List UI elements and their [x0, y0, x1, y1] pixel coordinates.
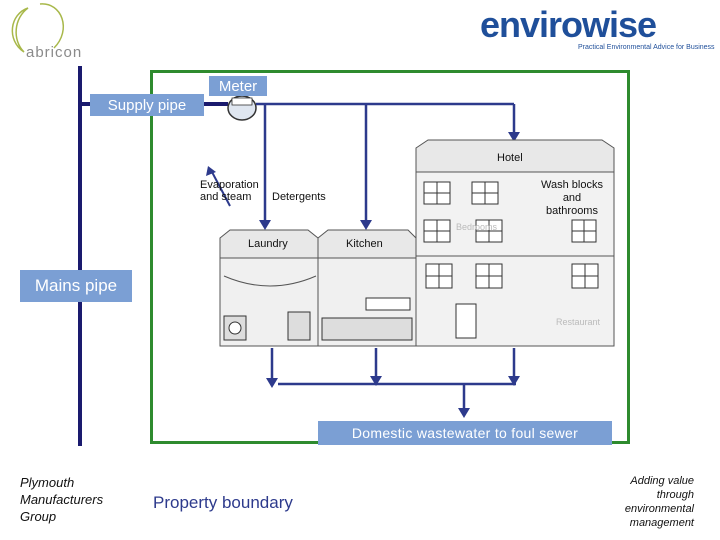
abricon-logo-mark	[11, 3, 65, 53]
footer-right-line-3: environmental	[624, 503, 694, 515]
mains-pipe-label: Mains pipe	[20, 270, 132, 302]
hotel-door	[455, 303, 477, 339]
property-boundary-label: Property boundary	[153, 493, 293, 512]
wash-blocks-line-2: and	[562, 192, 582, 204]
wastewater-label: Domestic wastewater to foul sewer	[318, 421, 612, 445]
footer-left-line-1: Plymouth	[20, 475, 75, 490]
footer-right-line-1: Adding value	[630, 475, 694, 487]
meter-label: Meter	[209, 76, 267, 96]
wash-blocks-label: Wash blocks and bathrooms	[532, 179, 612, 218]
wash-blocks-line-3: bathrooms	[546, 205, 598, 217]
footer-right-line-4: management	[629, 517, 694, 529]
footer-left-line-2: Manufacturers	[20, 492, 104, 507]
envirowise-logo: envirowise Practical Environmental Advic…	[480, 4, 716, 58]
supply-pipe-label: Supply pipe	[90, 94, 204, 116]
hotel-label: Hotel	[497, 152, 523, 164]
bedrooms-label: Bedrooms	[456, 222, 498, 232]
wash-blocks-line-1: Wash blocks	[541, 179, 603, 191]
footer-right-text: Adding value through environmental manag…	[594, 474, 694, 530]
evaporation-line-2: and steam	[200, 191, 252, 203]
footer-right-line-2: through	[656, 489, 694, 501]
kitchen-label: Kitchen	[346, 238, 383, 250]
evaporation-label: Evaporation and steam	[200, 179, 259, 203]
mains-pipe-line	[78, 66, 82, 446]
footer-left-line-3: Group	[20, 509, 57, 524]
detergents-label: Detergents	[272, 191, 326, 203]
envirowise-tagline: Practical Environmental Advice for Busin…	[578, 44, 715, 51]
abricon-logo-text: abricon	[26, 44, 83, 61]
laundry-label: Laundry	[248, 238, 288, 250]
footer-left-text: Plymouth Manufacturers Group	[20, 474, 130, 525]
envirowise-logo-text: envirowise	[480, 4, 657, 45]
restaurant-label: Restaurant	[556, 317, 601, 327]
abricon-logo: abricon	[0, 0, 110, 68]
evaporation-line-1: Evaporation	[200, 179, 259, 191]
